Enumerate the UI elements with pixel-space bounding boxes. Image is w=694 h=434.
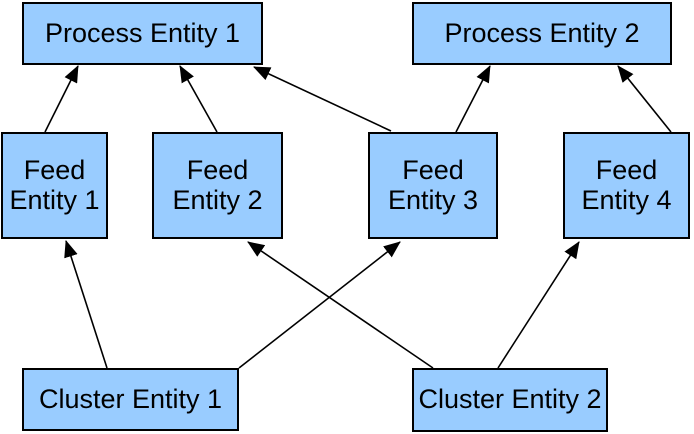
edge-feed-entity-3-to-process-entity-2 [455,65,491,133]
node-cluster-entity-2: Cluster Entity 2 [412,368,608,432]
node-label-feed-entity-3: Feed Entity 3 [387,155,479,215]
node-feed-entity-3: Feed Entity 3 [368,132,498,239]
node-label-cluster-entity-2: Cluster Entity 2 [418,384,602,415]
node-process-entity-2: Process Entity 2 [412,2,672,65]
node-label-process-entity-1: Process Entity 1 [44,17,241,48]
node-label-feed-entity-1: Feed Entity 1 [9,155,100,215]
node-process-entity-1: Process Entity 1 [22,2,263,65]
node-label-feed-entity-2: Feed Entity 2 [172,155,263,215]
edge-cluster-entity-2-to-feed-entity-4 [497,241,580,369]
node-feed-entity-2: Feed Entity 2 [152,132,283,239]
node-label-process-entity-2: Process Entity 2 [444,17,640,48]
node-label-feed-entity-4: Feed Entity 4 [581,155,672,215]
edge-feed-entity-1-to-process-entity-1 [44,65,79,133]
node-feed-entity-1: Feed Entity 1 [1,132,108,239]
edge-feed-entity-4-to-process-entity-2 [617,65,672,133]
edge-cluster-entity-1-to-feed-entity-1 [64,240,108,369]
edge-feed-entity-2-to-process-entity-1 [179,65,218,133]
edge-cluster-entity-2-to-feed-entity-2 [247,241,434,369]
node-label-cluster-entity-1: Cluster Entity 1 [38,383,223,414]
edge-cluster-entity-1-to-feed-entity-3 [238,241,401,369]
edge-group [44,65,672,369]
edge-feed-entity-3-to-process-entity-1 [253,66,392,132]
node-cluster-entity-1: Cluster Entity 1 [22,368,239,431]
node-feed-entity-4: Feed Entity 4 [563,132,690,239]
